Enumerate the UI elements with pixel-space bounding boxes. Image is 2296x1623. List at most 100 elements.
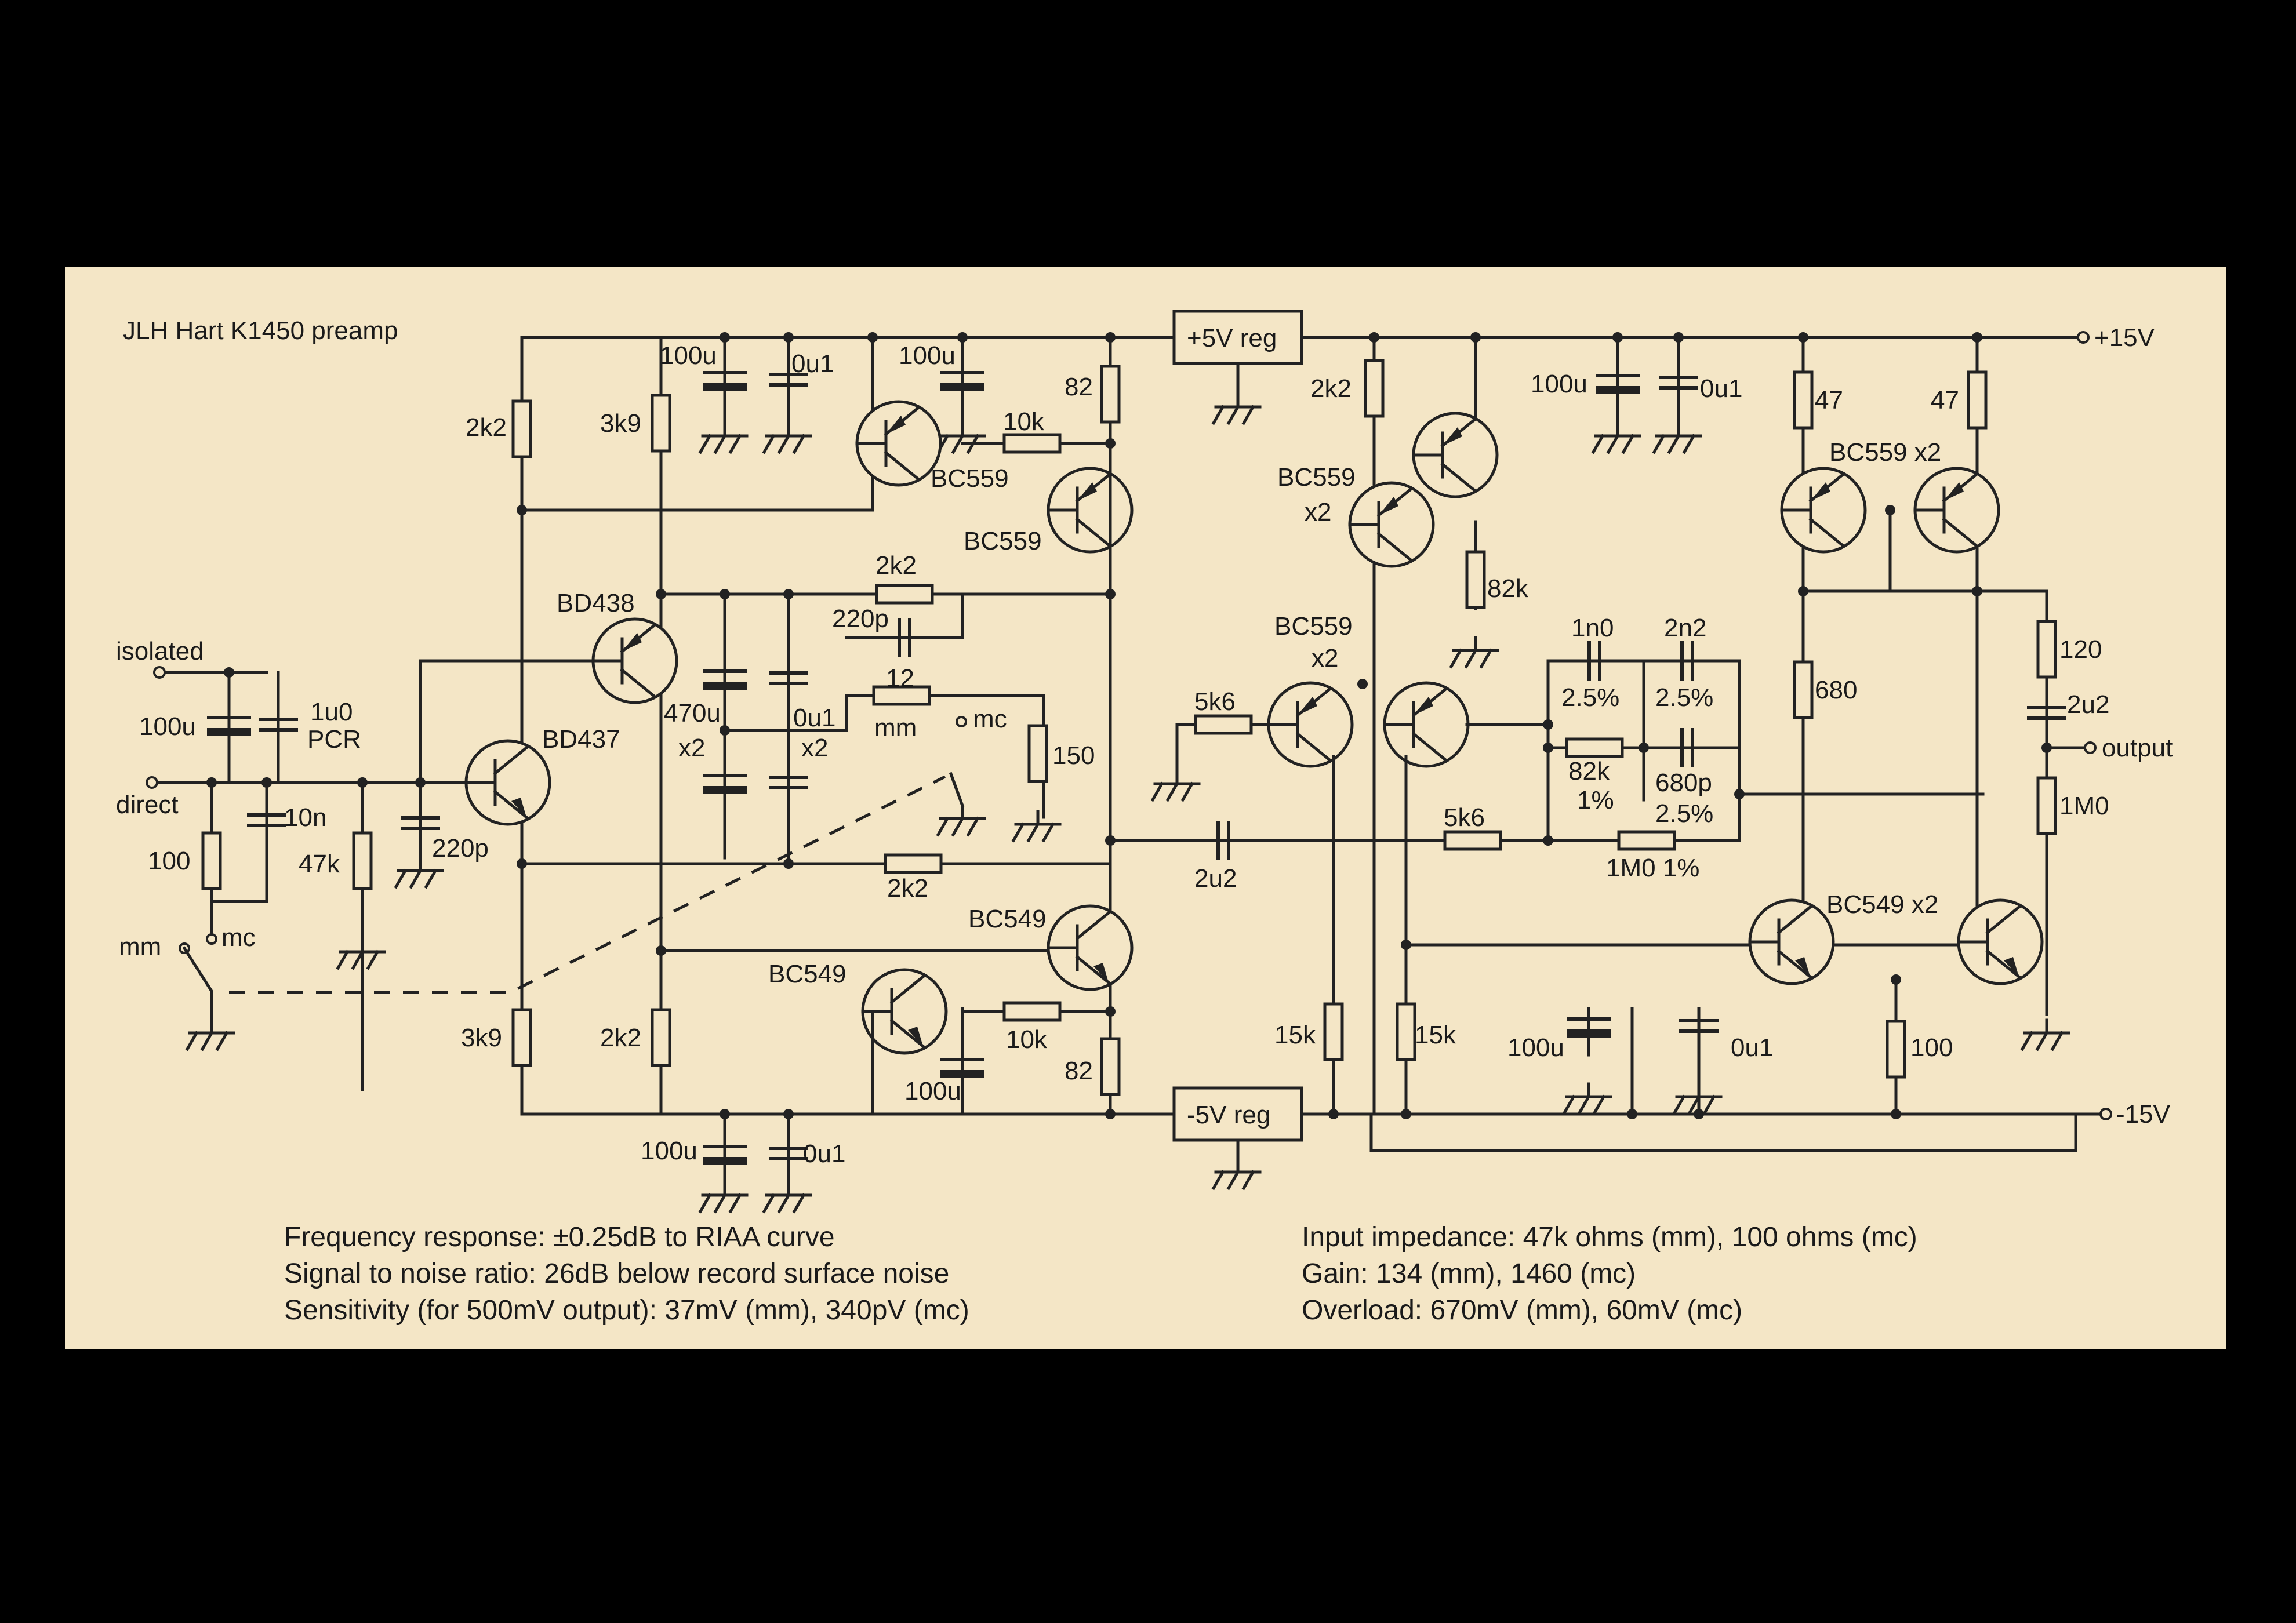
decoupling-top-left xyxy=(700,336,984,512)
label-neg-rail: -15V xyxy=(2116,1100,2171,1129)
label-c0u1-e: 0u1 xyxy=(1731,1034,1773,1062)
label-bc559-b: BC559 xyxy=(964,527,1042,555)
label-r3k9-a: 3k9 xyxy=(600,409,641,438)
transistor-bc559-x2-out-b xyxy=(1915,468,1999,552)
label-x2-d: x2 xyxy=(1312,644,1338,672)
neg-terminal[interactable] xyxy=(2099,1108,2112,1120)
label-r2k2-d: 2k2 xyxy=(600,1024,641,1052)
label-c220p-b: 220p xyxy=(432,834,489,863)
decoupling-right xyxy=(1564,336,1721,1116)
label-neg-reg: -5V reg xyxy=(1187,1101,1270,1129)
specs-right: Input impedance: 47k ohms (mm), 100 ohms… xyxy=(1302,1222,1917,1326)
label-pos-rail: +15V xyxy=(2094,323,2155,352)
input-network xyxy=(155,671,477,1091)
label-bc559-a: BC559 xyxy=(931,464,1009,493)
label-c100u-c: 100u xyxy=(904,1077,961,1105)
label-pcr: PCR xyxy=(307,725,361,754)
label-r47-b: 47 xyxy=(1931,386,1959,414)
label-c470u: 470u xyxy=(664,699,721,727)
label-r5k6-b: 5k6 xyxy=(1444,803,1485,832)
spec-signal-to-noise: Signal to noise ratio: 26dB below record… xyxy=(284,1258,949,1289)
label-c100u-in: 100u xyxy=(139,712,196,741)
label-output: output xyxy=(2102,734,2173,762)
decoupling-bottom-left xyxy=(700,1007,984,1211)
transistor-bc559-x2-d xyxy=(1385,683,1468,766)
riaa-network xyxy=(1465,641,1985,849)
transistor-bc559-x2-out-a xyxy=(1782,468,1865,552)
label-c2u2-a: 2u2 xyxy=(1194,864,1237,893)
direct-terminal[interactable] xyxy=(146,776,158,789)
label-r120: 120 xyxy=(2059,635,2102,664)
specs-left: Frequency response: ±0.25dB to RIAA curv… xyxy=(284,1222,969,1326)
label-r47-a: 47 xyxy=(1815,386,1843,414)
label-r2k2-c: 2k2 xyxy=(887,874,928,903)
junction-dots xyxy=(206,332,2052,1119)
label-bc549-x2-out: BC549 x2 xyxy=(1826,890,1938,919)
label-c220p-a: 220p xyxy=(832,605,889,633)
label-c1u0: 1u0 xyxy=(310,698,353,726)
isolated-terminal[interactable] xyxy=(153,666,166,679)
spec-gain: Gain: 134 (mm), 1460 (mc) xyxy=(1302,1258,1636,1289)
label-r82k: 82k xyxy=(1487,574,1529,603)
label-r15k-a: 15k xyxy=(1274,1021,1316,1049)
label-c100u-b: 100u xyxy=(899,341,956,370)
diagram-title: JLH Hart K1450 preamp xyxy=(123,316,398,345)
label-isolated: isolated xyxy=(116,637,204,665)
label-r2k2-e: 2k2 xyxy=(1310,374,1352,403)
schematic-sheet xyxy=(65,267,2226,1349)
label-bd437: BD437 xyxy=(542,725,620,754)
label-r82-b: 82 xyxy=(1065,1057,1093,1085)
mm-mc-switch-left[interactable] xyxy=(179,775,946,1049)
label-c100u-f: 100u xyxy=(1507,1034,1564,1062)
label-pos-reg: +5V reg xyxy=(1187,324,1277,352)
transistor-bc559-top-b xyxy=(1048,468,1132,552)
label-r1m0-1pct: 1M0 1% xyxy=(1606,854,1699,882)
label-pct25-a: 2.5% xyxy=(1561,683,1619,712)
label-c100u-d: 100u xyxy=(641,1137,697,1165)
label-c100u-e: 100u xyxy=(1531,370,1587,398)
label-mc-mid: mc xyxy=(973,705,1007,733)
spec-frequency-response: Frequency response: ±0.25dB to RIAA curv… xyxy=(284,1222,835,1253)
pos-regulator xyxy=(1172,310,1303,423)
spec-input-impedance: Input impedance: 47k ohms (mm), 100 ohms… xyxy=(1302,1222,1917,1253)
label-x2-0u1: x2 xyxy=(801,734,828,762)
label-r680: 680 xyxy=(1815,676,1857,704)
label-r150: 150 xyxy=(1052,741,1095,770)
neg-regulator xyxy=(1172,1086,1303,1188)
label-r2k2-b: 2k2 xyxy=(875,551,917,580)
label-r100-in: 100 xyxy=(148,847,190,875)
label-r82-a: 82 xyxy=(1065,373,1093,401)
label-r15k-b: 15k xyxy=(1415,1021,1456,1049)
label-c100u-a: 100u xyxy=(660,341,717,370)
label-bd438: BD438 xyxy=(557,589,635,617)
label-r1m0: 1M0 xyxy=(2059,792,2109,820)
label-bc559-d: BC559 xyxy=(1274,612,1353,641)
transistor-bc559-x2-c xyxy=(1269,683,1352,766)
label-r5k6-a: 5k6 xyxy=(1194,687,1236,716)
label-r10k-a: 10k xyxy=(1003,407,1045,436)
label-c2n2: 2n2 xyxy=(1664,614,1706,642)
label-mm-left: mm xyxy=(119,933,161,961)
label-c10n: 10n xyxy=(284,803,326,832)
label-pct25-b: 2.5% xyxy=(1655,683,1713,712)
label-r12: 12 xyxy=(886,664,914,693)
output-terminal[interactable] xyxy=(2084,741,2097,754)
transistor-bc549-bottom-a xyxy=(863,970,946,1053)
label-x2-470u: x2 xyxy=(678,734,705,762)
label-pct1-a: 1% xyxy=(1577,786,1614,814)
transistor-bc549-x2-out-b xyxy=(1959,900,2042,984)
label-c0u1-b: 0u1 xyxy=(793,704,835,732)
label-c0u1-c: 0u1 xyxy=(803,1140,845,1168)
pos-terminal[interactable] xyxy=(2077,331,2090,344)
spec-overload: Overload: 670mV (mm), 60mV (mc) xyxy=(1302,1295,1742,1326)
transistor-bc549-bottom-b xyxy=(1048,906,1132,989)
second-stage xyxy=(1365,336,1498,1116)
transistor-bc559-x2-a xyxy=(1414,413,1497,497)
label-mc-left: mc xyxy=(221,923,256,952)
label-bc549-a: BC549 xyxy=(968,905,1047,933)
label-c0u1-d: 0u1 xyxy=(1700,374,1742,403)
label-x2-c: x2 xyxy=(1305,498,1331,526)
label-r2k2-a: 2k2 xyxy=(466,413,507,442)
label-mm-mid: mm xyxy=(874,714,917,742)
